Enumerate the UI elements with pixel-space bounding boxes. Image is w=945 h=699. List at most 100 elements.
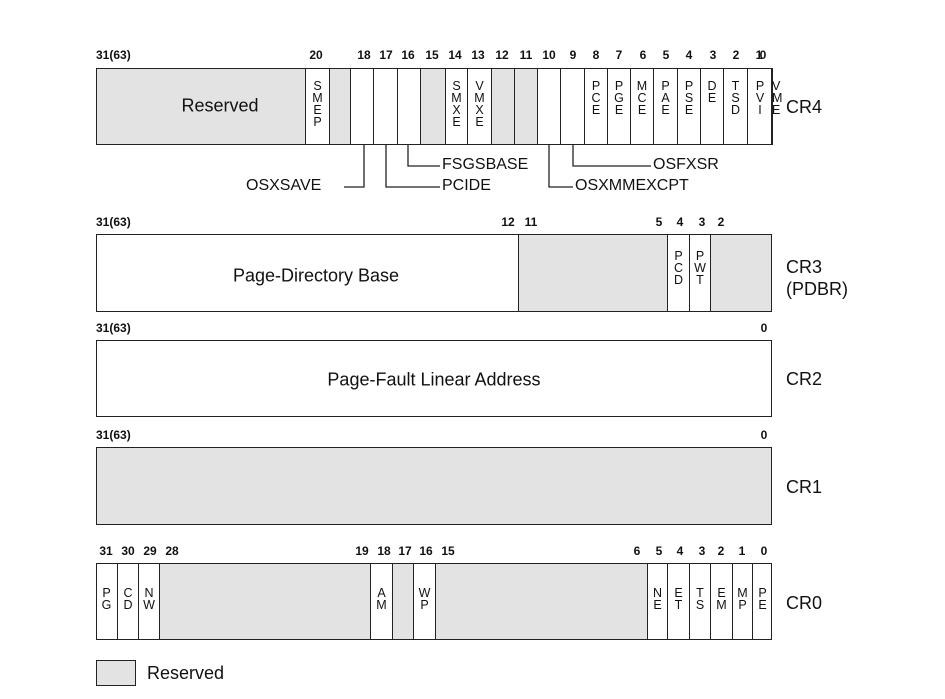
callout-osxsave: OSXSAVE — [246, 177, 322, 194]
cr0-name: CR0 — [786, 592, 822, 614]
cr4-bit-number: 20 — [309, 48, 323, 62]
cr0-name-line: CR0 — [786, 593, 823, 613]
cr3-bit-number: 11 — [524, 215, 538, 229]
cr0-bit-number: 30 — [121, 544, 135, 558]
leader-line-2 — [407, 145, 440, 167]
cr4-bit-number: 3 — [709, 48, 717, 62]
cr0-bit-number: 6 — [633, 544, 641, 558]
cr4-bit-number: 4 — [685, 48, 693, 62]
cr1-field-reserved-0 — [96, 447, 772, 525]
cr4-bit-number: 2 — [732, 48, 740, 62]
cr1-bit-number: 31(63) — [96, 428, 131, 442]
callout-fsgsbase: FSGSBASE — [442, 156, 529, 173]
cr4-field-reserved-6 — [421, 68, 446, 145]
cr0-field-reserved-7 — [436, 563, 648, 640]
cr4-field-reserved-2 — [330, 68, 351, 145]
cr3-bit-number: 3 — [698, 215, 706, 229]
cr4-bit-number: 1 — [755, 48, 763, 62]
leader-line-3 — [548, 145, 573, 188]
cr4-bit-number: 31(63) — [96, 48, 131, 62]
cr4-bit-number: 10 — [542, 48, 556, 62]
cr1-name: CR1 — [786, 476, 822, 498]
cr3-bit-number: 4 — [676, 215, 684, 229]
cr3-field-reserved-1 — [519, 234, 668, 312]
leader-line-1 — [385, 145, 440, 188]
callout-osfxsr: OSFXSR — [653, 156, 719, 173]
cr2-name-line: CR2 — [786, 369, 823, 389]
cr4-name-line: CR4 — [786, 97, 823, 117]
cr3-name-line2: (PDBR) — [786, 279, 848, 299]
callout-osxmmexcpt: OSXMMEXCPT — [575, 177, 689, 194]
leader-line-0 — [344, 145, 365, 188]
cr0-bit-number: 19 — [355, 544, 369, 558]
cr2-bit-number: 0 — [760, 321, 768, 335]
cr3-field-reserved-4 — [711, 234, 772, 312]
cr4-field-bit-11 — [538, 68, 561, 145]
cr2-bit-number: 31(63) — [96, 321, 131, 335]
cr4-field-reserved-10 — [515, 68, 538, 145]
cr4-bit-number: 9 — [569, 48, 577, 62]
cr4-field-label: Reserved — [181, 95, 259, 116]
cr0-bit-number: 15 — [441, 544, 455, 558]
cr0-field-reserved-5 — [393, 563, 414, 640]
cr4-bit-number: 7 — [615, 48, 623, 62]
cr3-bit-number: 31(63) — [96, 215, 131, 229]
cr3-bit-number: 2 — [717, 215, 725, 229]
cr0-bit-number: 17 — [398, 544, 412, 558]
cr3-field-page-directory-base — [96, 234, 519, 312]
cr0-bit-number: 29 — [143, 544, 157, 558]
cr4-bit-number: 16 — [401, 48, 415, 62]
cr4-bit-number: 8 — [592, 48, 600, 62]
cr4-bit-number: 15 — [425, 48, 439, 62]
cr0-bit-number: 5 — [655, 544, 663, 558]
cr4-field-reserved — [96, 68, 306, 145]
cr4-field-bit-12 — [561, 68, 585, 145]
cr2-name: CR2 — [786, 368, 822, 390]
cr3-name-line: CR3 — [786, 257, 823, 277]
cr2-field-label: Page-Fault Linear Address — [327, 369, 541, 390]
cr0-bit-number: 4 — [676, 544, 684, 558]
cr1-name-line: CR1 — [786, 477, 823, 497]
cr4-bit-number: 18 — [357, 48, 371, 62]
cr4-field-bit-4 — [374, 68, 398, 145]
cr4-bit-number: 12 — [495, 48, 509, 62]
